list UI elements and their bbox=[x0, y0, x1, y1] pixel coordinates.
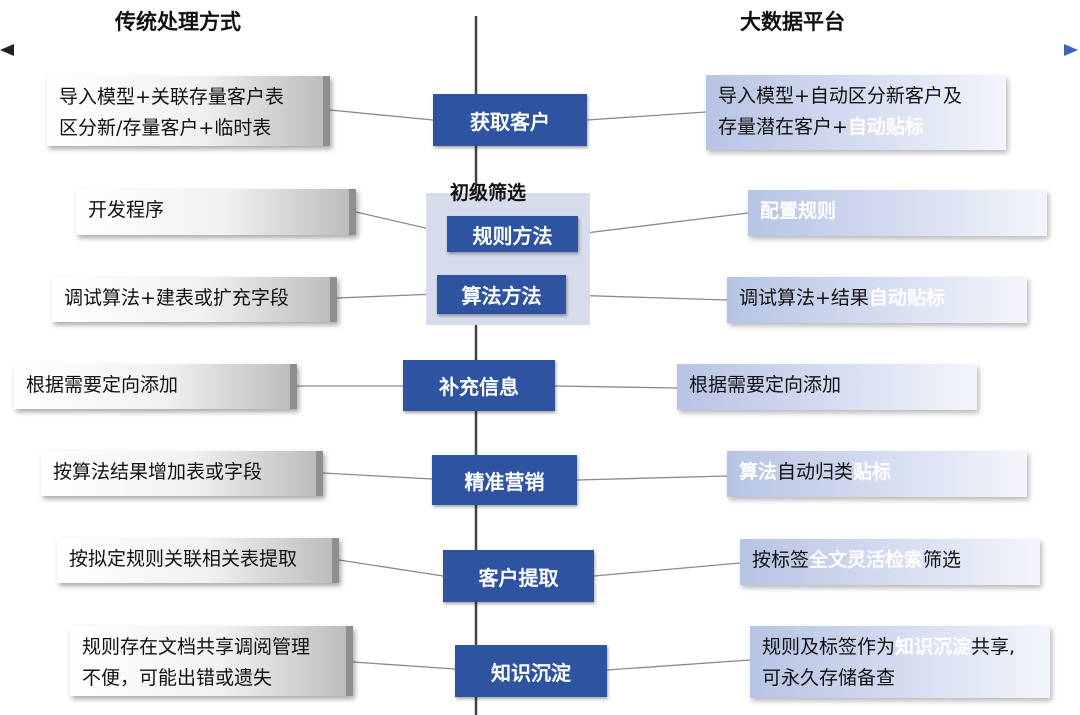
traditional-line: 导入模型+关联存量客户表 bbox=[59, 86, 284, 108]
center-step-get-customers: 获取客户 bbox=[433, 94, 587, 146]
center-step-precision-marketing: 精准营销 bbox=[432, 455, 577, 505]
platform-step-rule-method: 配置规则 bbox=[748, 190, 1047, 236]
platform-step-supplement-info: 根据需要定向添加 bbox=[677, 364, 977, 410]
highlight-text: 配置规则 bbox=[760, 200, 837, 222]
traditional-step-rule-method: 开发程序 bbox=[76, 189, 356, 235]
traditional-step-customer-extraction: 按拟定规则关联相关表提取 bbox=[57, 538, 339, 583]
traditional-line: 规则存在文档共享调阅管理 bbox=[82, 636, 311, 658]
center-step-rule-method: 规则方法 bbox=[447, 216, 578, 252]
platform-step-knowledge-deposit: 规则及标签作为知识沉淀共享, 可永久存储备查 bbox=[750, 626, 1050, 698]
traditional-line: 按算法结果增加表或字段 bbox=[53, 461, 263, 483]
platform-step-get-customers: 导入模型+自动区分新客户及 存量潜在客户+自动贴标 bbox=[706, 75, 1006, 150]
center-step-customer-extraction: 客户提取 bbox=[443, 550, 594, 602]
center-step-supplement-info: 补充信息 bbox=[403, 360, 555, 411]
left-arrowhead bbox=[0, 44, 14, 56]
platform-step-customer-extraction: 按标签全文灵活检索筛选 bbox=[740, 539, 1040, 585]
platform-line: 按标签全文灵活检索筛选 bbox=[752, 549, 962, 571]
highlight-text: 贴标 bbox=[853, 461, 892, 483]
traditional-line: 区分新/存量客户+临时表 bbox=[59, 117, 272, 139]
highlight-text: 知识沉淀 bbox=[895, 636, 972, 658]
platform-line: 算法自动归类贴标 bbox=[739, 461, 892, 483]
center-step-algorithm-method: 算法方法 bbox=[437, 275, 566, 314]
platform-line: 导入模型+自动区分新客户及 bbox=[718, 85, 962, 107]
traditional-line: 按拟定规则关联相关表提取 bbox=[69, 548, 298, 570]
highlight-text: 全文灵活检索 bbox=[809, 549, 924, 571]
highlight-text: 自动贴标 bbox=[847, 116, 924, 138]
right-header: 大数据平台 bbox=[740, 10, 845, 34]
center-step-knowledge-deposit: 知识沉淀 bbox=[455, 645, 607, 697]
platform-line: 规则及标签作为知识沉淀共享, bbox=[762, 636, 1016, 658]
platform-line: 可永久存储备查 bbox=[762, 667, 896, 689]
right-arrowhead bbox=[1064, 44, 1078, 56]
traditional-step-get-customers: 导入模型+关联存量客户表 区分新/存量客户+临时表 bbox=[47, 76, 330, 146]
highlight-text: 算法 bbox=[739, 461, 778, 483]
platform-line: 根据需要定向添加 bbox=[689, 374, 842, 396]
traditional-step-supplement-info: 根据需要定向添加 bbox=[14, 364, 297, 409]
platform-line: 配置规则 bbox=[760, 196, 1037, 227]
traditional-line: 开发程序 bbox=[88, 199, 165, 221]
screening-label: 初级筛选 bbox=[450, 182, 527, 204]
platform-step-precision-marketing: 算法自动归类贴标 bbox=[727, 451, 1027, 497]
platform-step-algorithm-method: 调试算法+结果自动贴标 bbox=[727, 277, 1027, 323]
left-header: 传统处理方式 bbox=[115, 10, 241, 34]
platform-line: 调试算法+结果自动贴标 bbox=[739, 287, 945, 309]
traditional-step-algorithm-method: 调试算法+建表或扩充字段 bbox=[52, 277, 337, 322]
traditional-step-precision-marketing: 按算法结果增加表或字段 bbox=[41, 451, 323, 496]
traditional-line: 不便，可能出错或遗失 bbox=[82, 667, 273, 689]
traditional-line: 根据需要定向添加 bbox=[26, 374, 179, 396]
highlight-text: 自动贴标 bbox=[868, 287, 945, 309]
traditional-line: 调试算法+建表或扩充字段 bbox=[64, 287, 289, 309]
platform-line: 存量潜在客户+自动贴标 bbox=[718, 116, 924, 138]
traditional-step-knowledge-deposit: 规则存在文档共享调阅管理 不便，可能出错或遗失 bbox=[70, 626, 353, 696]
